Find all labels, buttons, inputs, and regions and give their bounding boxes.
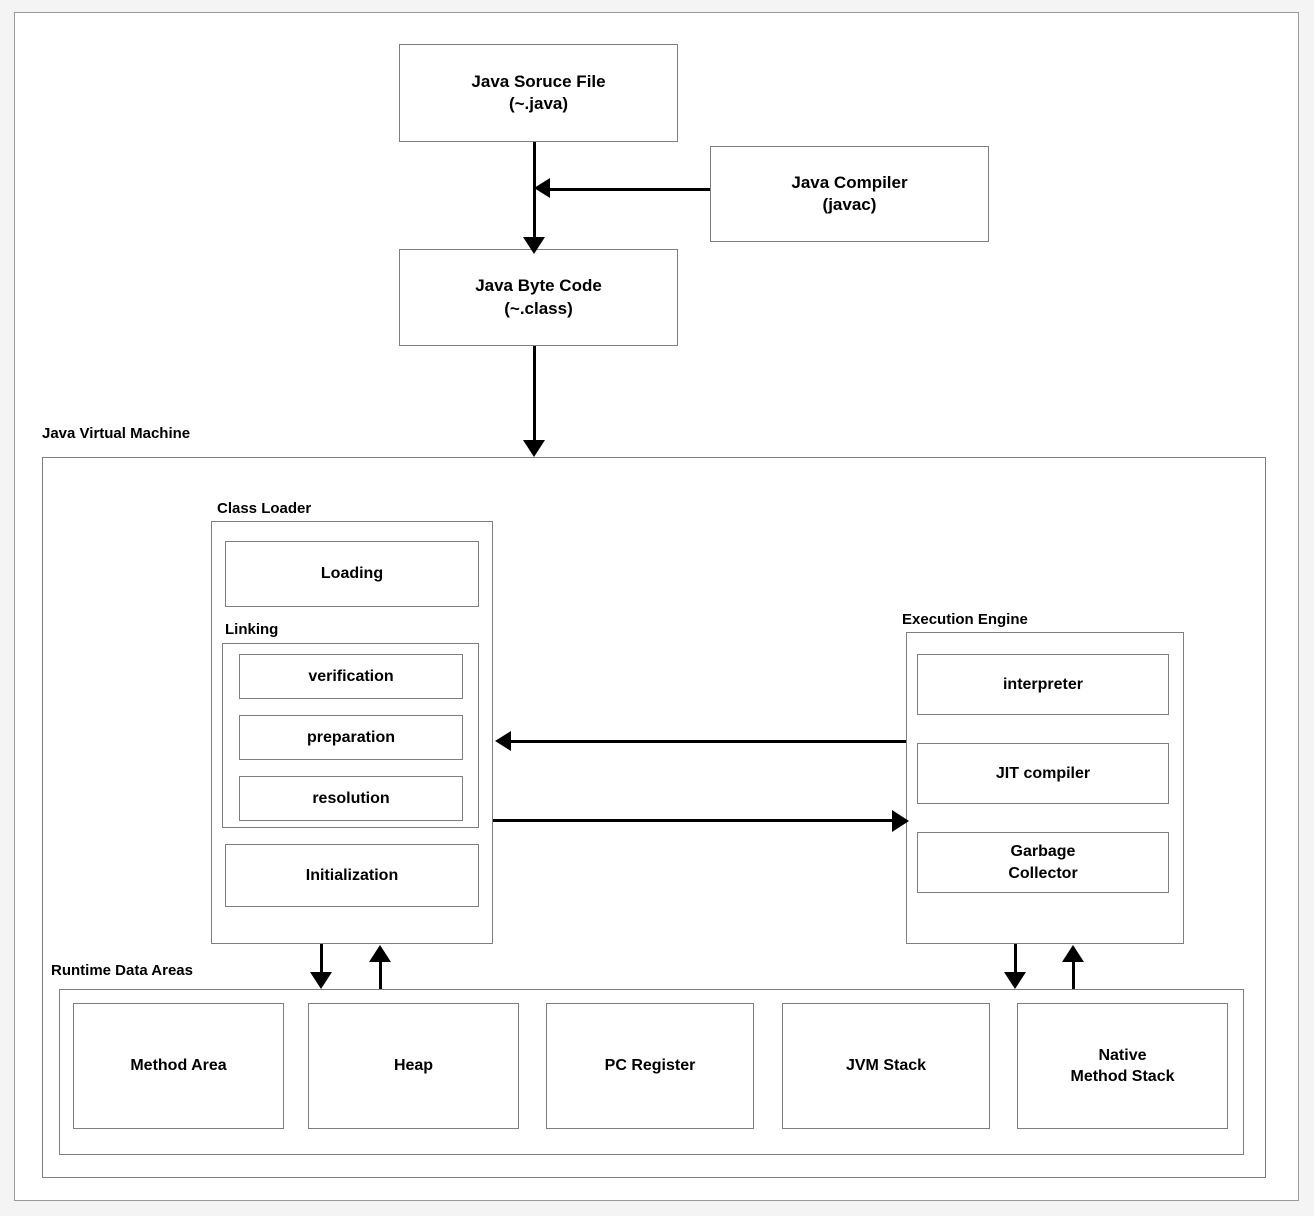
arrow-source-to-bytecode-head: [523, 237, 545, 254]
arrow-engine-to-runtime-line: [1014, 944, 1017, 976]
runtime-area-heap: Heap: [308, 1003, 519, 1129]
arrow-engine-to-loader-line: [509, 740, 906, 743]
diagram-canvas: Java Soruce File (~.java) Java Compiler …: [14, 12, 1299, 1201]
arrow-engine-to-runtime-head: [1004, 972, 1026, 989]
arrow-engine-to-loader-head: [495, 731, 511, 751]
node-java-byte-code: Java Byte Code (~.class): [399, 249, 678, 346]
arrow-compiler-line: [543, 188, 710, 191]
arrow-runtime-to-engine-head: [1062, 945, 1084, 962]
arrow-loader-to-engine-line: [493, 819, 892, 822]
runtime-data-areas-frame: [59, 989, 1244, 1155]
class-loader-loading: Loading: [225, 541, 479, 607]
jvm-label: Java Virtual Machine: [42, 425, 191, 442]
linking-label: Linking: [225, 621, 279, 638]
arrow-runtime-to-loader-line: [379, 961, 382, 989]
arrow-runtime-to-loader-head: [369, 945, 391, 962]
class-loader-initialization: Initialization: [225, 844, 479, 907]
linking-step-resolution: resolution: [239, 776, 463, 821]
runtime-area-method-area: Method Area: [73, 1003, 284, 1129]
arrow-bytecode-to-jvm-head: [523, 440, 545, 457]
runtime-area-jvm-stack: JVM Stack: [782, 1003, 990, 1129]
node-java-compiler: Java Compiler (javac): [710, 146, 989, 242]
runtime-area-pc-register: PC Register: [546, 1003, 754, 1129]
linking-step-preparation: preparation: [239, 715, 463, 760]
linking-frame: [222, 643, 479, 828]
execution-engine-garbage-collector: Garbage Collector: [917, 832, 1169, 893]
node-java-source-file: Java Soruce File (~.java): [399, 44, 678, 142]
runtime-area-native-method-stack: Native Method Stack: [1017, 1003, 1228, 1129]
arrow-runtime-to-engine-line: [1072, 961, 1075, 989]
linking-step-verification: verification: [239, 654, 463, 699]
execution-engine-frame: [906, 632, 1184, 944]
arrow-loader-to-engine-head: [892, 810, 909, 832]
jvm-frame: [42, 457, 1266, 1178]
runtime-data-areas-label: Runtime Data Areas: [51, 962, 193, 979]
arrow-loader-to-runtime-head: [310, 972, 332, 989]
execution-engine-label: Execution Engine: [902, 611, 1028, 628]
class-loader-label: Class Loader: [217, 500, 312, 517]
execution-engine-interpreter: interpreter: [917, 654, 1169, 715]
class-loader-frame: [211, 521, 493, 944]
arrow-compiler-head: [534, 178, 550, 198]
arrow-bytecode-to-jvm-line: [533, 346, 536, 446]
execution-engine-jit-compiler: JIT compiler: [917, 743, 1169, 804]
arrow-loader-to-runtime-line: [320, 944, 323, 976]
